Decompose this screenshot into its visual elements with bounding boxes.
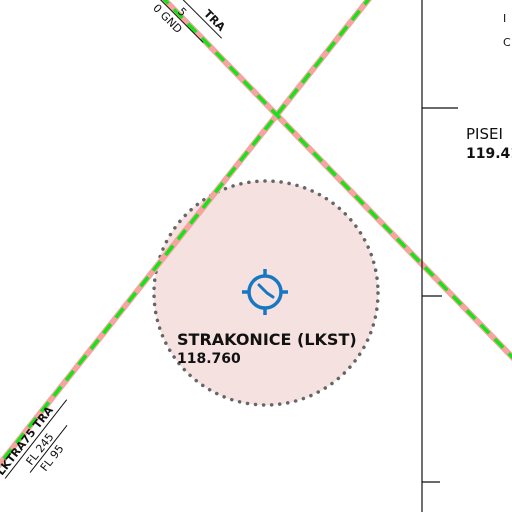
route-dash-2: [0, 0, 371, 467]
sector-boundary: [421, 0, 458, 512]
tra-top-underline: [164, 0, 223, 39]
tra-boundaries: [0, 0, 512, 469]
neighbor-name-label: PISEI: [466, 125, 503, 143]
runway-mark: [257, 283, 275, 299]
tra-bottom-label: LKTRA75 TRA FL 245 FL 95: [0, 399, 68, 479]
tra-top-name: TRA: [201, 7, 228, 34]
top-right-fragment-1: I: [503, 12, 506, 25]
airport-name-label: STRAKONICE (LKST): [177, 330, 357, 349]
airport-icon[interactable]: [242, 269, 288, 315]
airport-frequency-label: 118.760: [177, 351, 241, 367]
tra-bottom-underline: [4, 399, 68, 479]
top-right-fragment-2: C: [503, 36, 511, 49]
route-dash-1: [162, 0, 512, 360]
neighbor-frequency-label: 119.41: [466, 146, 512, 162]
tra-bottom-divider: [29, 424, 68, 473]
tra-top-divider: [157, 0, 204, 43]
